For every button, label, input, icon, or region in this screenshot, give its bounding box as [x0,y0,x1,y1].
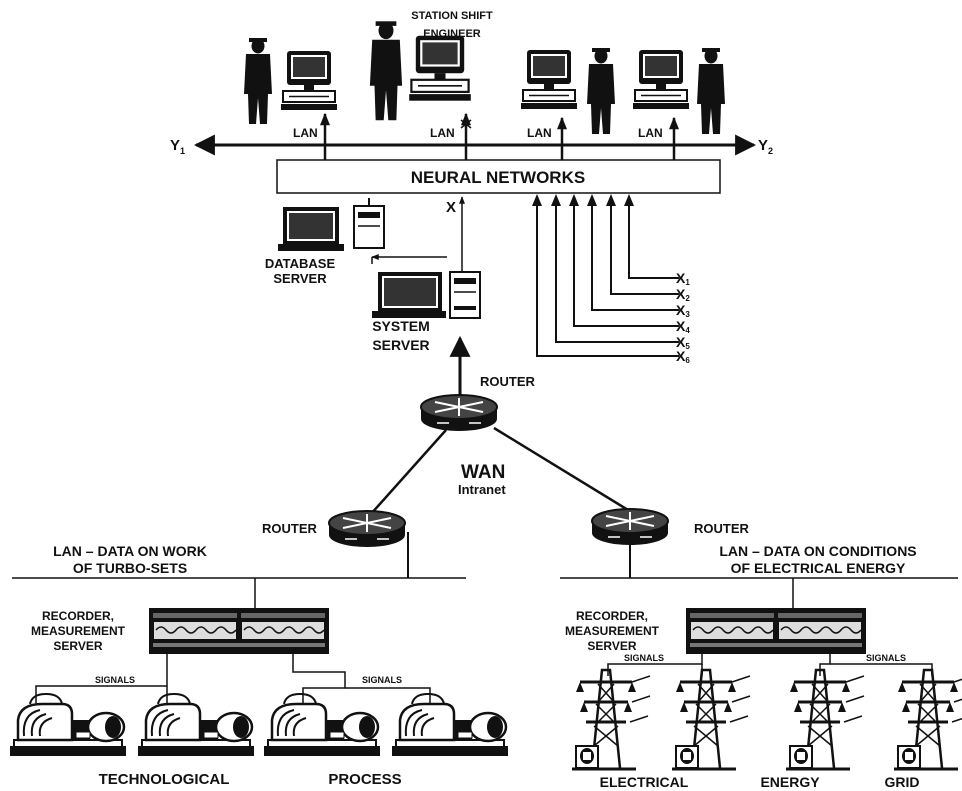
lan-turbo-label-2: OF TURBO-SETS [73,560,187,576]
system-server-icon [372,271,481,319]
signals-left-lines [35,654,431,703]
router-icon [591,508,669,546]
lan-label-1: LAN [293,126,318,140]
turbo-set-icon [262,692,382,758]
engineer-figure-icon [244,38,272,124]
system-server-label: SERVER [372,337,429,353]
input-x5-label: X5 [676,334,690,351]
workstation-icon [632,49,690,110]
database-server-icon [278,198,385,251]
y2-label: Y2 [758,137,773,156]
lan-turbo-label-1: LAN – DATA ON WORK [53,543,207,559]
neural-networks-box [276,159,721,194]
recorder-left-label: RECORDER, [42,609,114,623]
workstation-icon [280,50,338,111]
database-server-label: SERVER [273,271,327,286]
lan-label-2: LAN [430,126,455,140]
wan-link-right [493,426,629,512]
process-label: PROCESS [328,771,401,788]
signals-right-label-2: SIGNALS [866,653,906,663]
lan-label-3: LAN [527,126,552,140]
power-pylon-icon [570,668,652,771]
database-label: DATABASE [265,256,336,271]
signals-right-label-1: SIGNALS [624,653,664,663]
energy-label: ENERGY [760,774,820,790]
y1-label: Y1 [170,137,185,156]
recorder-panel-icon [148,607,330,655]
neural-networks-label: NEURAL NETWORKS [411,168,585,187]
intranet-label: Intranet [458,482,506,497]
engineer-figure-icon [697,48,725,134]
system-label: SYSTEM [372,318,430,334]
measurement-right-label: MEASUREMENT [565,624,660,638]
input-x6-label: X6 [676,348,690,365]
signals-left-label-2: SIGNALS [362,675,402,685]
wan-label: WAN [461,462,505,483]
input-signal-lines [532,194,679,357]
x-input-label: X [446,199,456,216]
recorder-panel-icon [685,607,867,655]
server-left-label: SERVER [53,639,102,653]
turbo-set-icon [390,692,510,758]
recorder-right-label: RECORDER, [576,609,648,623]
engineer-figure-icon [587,48,615,134]
turbo-set-icon [136,692,256,758]
technological-label: TECHNOLOGICAL [99,771,230,788]
grid-label: GRID [885,774,920,790]
electrical-label: ELECTRICAL [600,774,689,790]
turbo-set-icon [8,692,128,758]
router-icon [420,394,498,432]
wan-link-left [369,429,447,516]
lan-links [320,112,679,160]
router-top-label: ROUTER [480,374,536,389]
router-left-label: ROUTER [262,521,318,536]
workstation-icon [408,34,472,102]
input-x2-label: X2 [676,286,690,303]
lan-label-4: LAN [638,126,663,140]
lan-energy-label-1: LAN – DATA ON CONDITIONS [719,543,916,559]
lan-energy-label-2: OF ELECTRICAL ENERGY [731,560,906,576]
power-pylon-icon [892,668,962,771]
input-x3-label: X3 [676,302,690,319]
signals-left-label-1: SIGNALS [95,675,135,685]
router-icon [328,510,406,548]
power-pylon-icon [784,668,866,771]
input-x4-label: X4 [676,318,690,335]
station-shift-label: STATION SHIFT [411,10,493,22]
measurement-left-label: MEASUREMENT [31,624,126,638]
workstation-icon [520,49,578,110]
server-right-label: SERVER [587,639,636,653]
router-right-label: ROUTER [694,521,750,536]
engineer-figure-icon [369,21,403,121]
input-x1-label: X1 [676,270,690,287]
power-pylon-icon [670,668,752,771]
